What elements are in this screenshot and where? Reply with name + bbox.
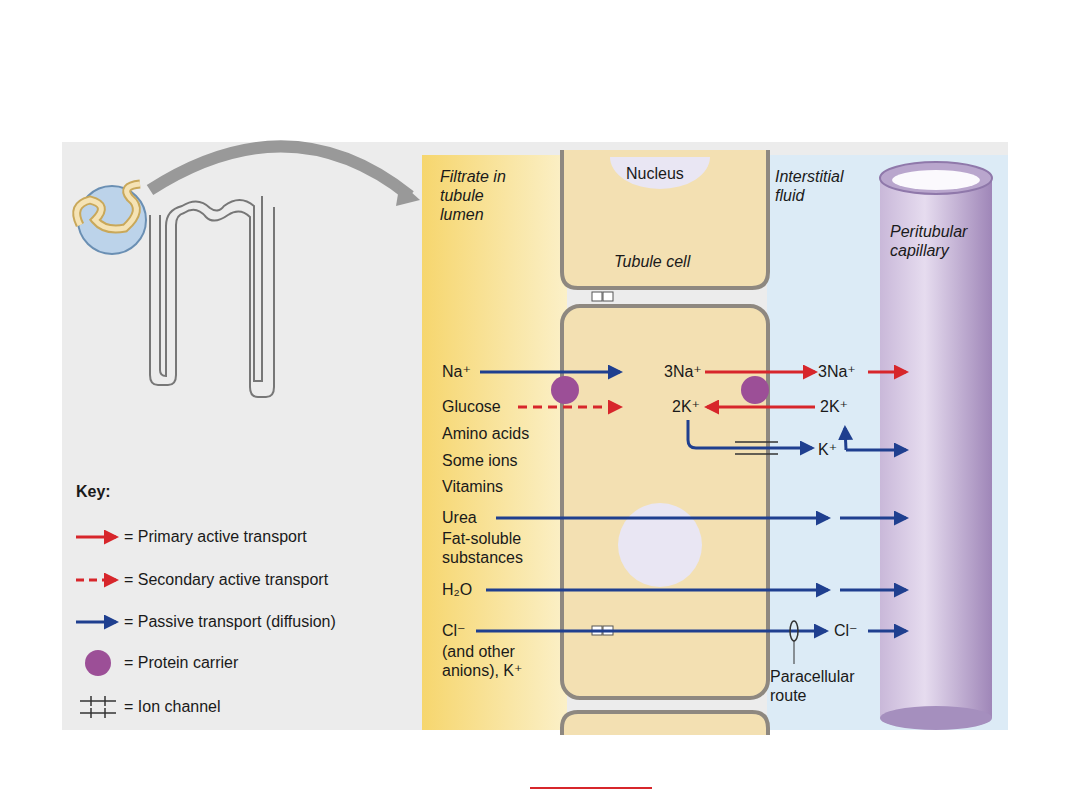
legend-text: = Protein carrier bbox=[124, 653, 238, 672]
substance-label: Na⁺ bbox=[442, 362, 471, 381]
region-label: Nucleus bbox=[626, 164, 716, 183]
protein-carrier bbox=[741, 376, 769, 404]
lumen-band bbox=[422, 155, 567, 730]
substance-label: 3Na⁺ bbox=[818, 362, 856, 381]
substance-label: Vitamins bbox=[442, 477, 503, 496]
region-label: Tubule cell bbox=[614, 252, 724, 271]
substance-label: H₂O bbox=[442, 580, 472, 599]
leader-line bbox=[794, 641, 795, 664]
substance-label: 2K⁺ bbox=[820, 397, 848, 416]
substance-label: Fat-soluble substances bbox=[442, 529, 552, 567]
substance-label: (and other anions), K⁺ bbox=[442, 642, 542, 680]
legend-text: = Ion channel bbox=[124, 697, 221, 716]
legend-samples bbox=[76, 537, 116, 718]
zoom-arrow-head bbox=[396, 182, 420, 206]
nephron-sketch bbox=[77, 184, 274, 397]
peritubular-capillary bbox=[880, 162, 992, 730]
protein-carrier bbox=[551, 376, 579, 404]
substance-label: 2K⁺ bbox=[672, 397, 700, 416]
substance-label: Paracellular route bbox=[770, 667, 870, 705]
substance-label: Urea bbox=[442, 508, 477, 527]
region-label: Interstitial fluid bbox=[775, 167, 875, 205]
transport-arrows bbox=[476, 372, 906, 631]
panel-ground bbox=[62, 142, 1008, 730]
substance-label: Some ions bbox=[442, 451, 518, 470]
legend-text: = Secondary active transport bbox=[124, 570, 328, 589]
substance-label: 3Na⁺ bbox=[664, 362, 702, 381]
legend-text: = Primary active transport bbox=[124, 527, 307, 546]
footer-rule bbox=[530, 787, 652, 789]
ion-channel bbox=[735, 442, 778, 454]
tubule-cell: NucleusTubule cell bbox=[562, 150, 768, 288]
substance-label: K⁺ bbox=[818, 440, 837, 459]
substance-label: Cl⁻ bbox=[834, 621, 858, 640]
substance-label: Cl⁻ bbox=[442, 621, 466, 640]
capillary-label-area: Peritubular capillary bbox=[880, 160, 992, 720]
legend-text: = Passive transport (diffusion) bbox=[124, 612, 336, 631]
paracellular-marker bbox=[790, 621, 798, 641]
nucleus bbox=[618, 503, 702, 587]
substance-label: Amino acids bbox=[442, 424, 529, 443]
region-label: Peritubular capillary bbox=[890, 222, 990, 260]
substance-label: Glucose bbox=[442, 397, 501, 416]
region-label: Filtrate in tubule lumen bbox=[440, 167, 526, 224]
zoom-arrow bbox=[150, 146, 410, 196]
interstitial-band bbox=[767, 155, 1008, 730]
tight-junction bbox=[592, 292, 613, 635]
key-heading: Key: bbox=[76, 482, 111, 501]
